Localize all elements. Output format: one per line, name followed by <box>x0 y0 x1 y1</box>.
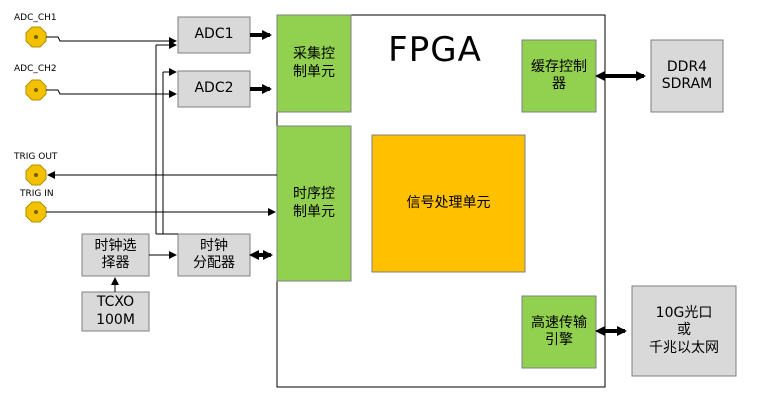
clk-sel-block <box>81 233 150 277</box>
timing-ctrl-block <box>276 125 352 282</box>
hs-engine-block <box>521 295 597 369</box>
ddr4-block <box>650 39 724 113</box>
adc-ch2-wire <box>46 89 177 98</box>
acq-ctrl-block <box>276 14 352 113</box>
net-block <box>631 285 737 377</box>
cache-ctrl-block <box>521 39 597 113</box>
clk-dist-block <box>177 233 251 277</box>
adc2-block <box>177 70 251 108</box>
trig-in-connector-icon <box>25 201 47 223</box>
adc-ch1-connector-icon <box>25 26 47 48</box>
dsp-block <box>371 134 526 273</box>
tcxo-block <box>81 291 150 332</box>
trig-out-connector-icon <box>25 164 47 186</box>
adc1-block <box>177 16 251 54</box>
adc-ch2-connector-icon <box>25 79 47 101</box>
adc-ch1-wire <box>46 36 177 45</box>
